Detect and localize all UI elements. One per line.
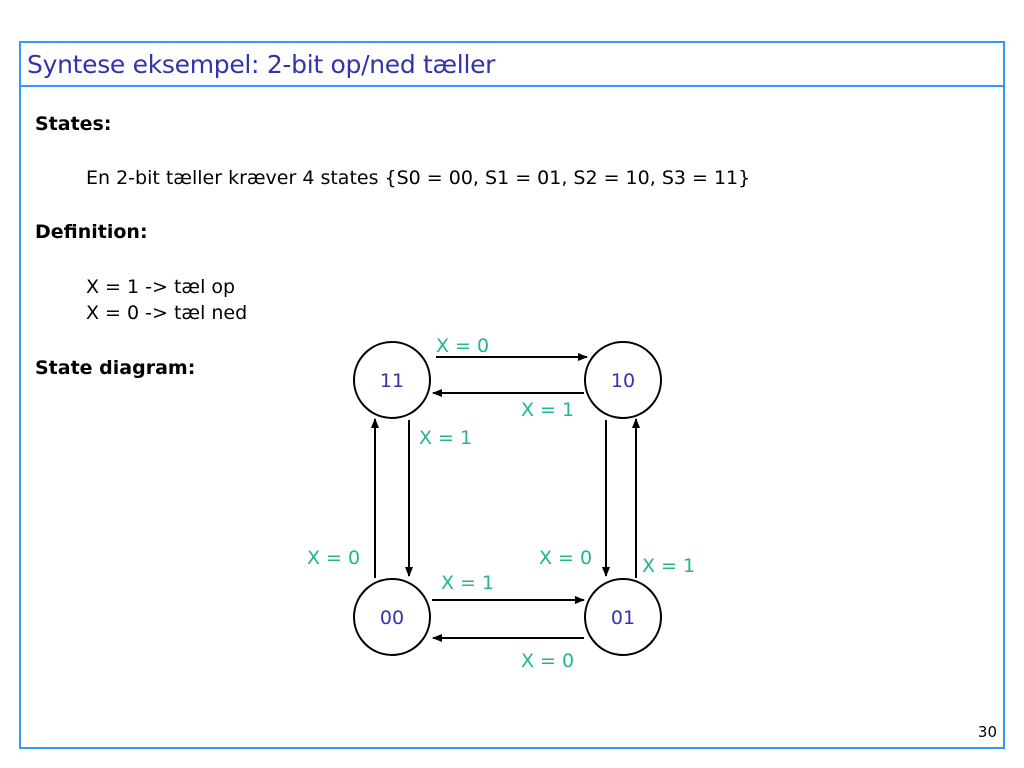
states-description: En 2-bit tæller kræver 4 states {S0 = 00… xyxy=(86,167,751,189)
title-bar xyxy=(19,41,1005,87)
state-node-01: 01 xyxy=(584,578,662,656)
edge-11-to-00-label: X = 1 xyxy=(419,427,472,449)
state-node-00: 00 xyxy=(353,578,431,656)
state-node-00-label: 00 xyxy=(380,607,404,629)
state-node-10: 10 xyxy=(584,341,662,419)
state-node-10-label: 10 xyxy=(611,370,635,392)
definition-line-1: X = 1 -> tæl op xyxy=(86,276,236,298)
states-heading: States: xyxy=(35,113,112,135)
definition-line-2: X = 0 -> tæl ned xyxy=(86,302,248,324)
edge-00-to-11-label: X = 0 xyxy=(307,547,360,569)
state-node-01-label: 01 xyxy=(611,607,635,629)
definition-heading: Definition: xyxy=(35,221,148,243)
state-node-11: 11 xyxy=(353,341,431,419)
edge-10-to-11-label: X = 1 xyxy=(521,399,574,421)
edge-01-to-10-label: X = 1 xyxy=(642,555,695,577)
edge-10-to-01-label: X = 0 xyxy=(539,547,592,569)
edge-00-to-01-label: X = 1 xyxy=(441,572,494,594)
edge-01-to-00-label: X = 0 xyxy=(521,650,574,672)
page-number: 30 xyxy=(977,723,997,741)
edge-11-to-10-label: X = 0 xyxy=(436,335,489,357)
state-node-11-label: 11 xyxy=(380,370,404,392)
slide-title: Syntese eksempel: 2-bit op/ned tæller xyxy=(27,50,496,79)
state-diagram-heading: State diagram: xyxy=(35,357,196,379)
